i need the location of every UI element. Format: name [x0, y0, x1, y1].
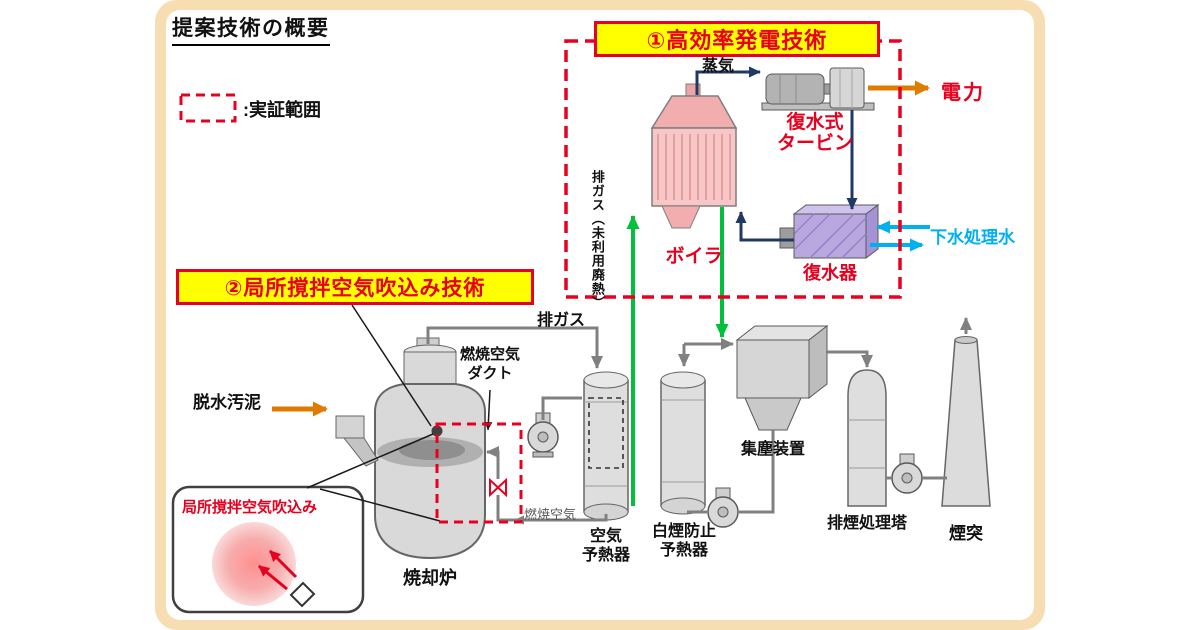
sewage-water-arrows — [870, 220, 930, 252]
air-preheater-shape — [583, 371, 629, 521]
steam-turbine-shape — [761, 67, 875, 111]
condenser-shape — [779, 204, 880, 259]
fan-icon — [707, 487, 739, 528]
valve-icon — [489, 477, 507, 498]
incinerator-shape — [374, 337, 486, 560]
tech2-banner: ②局所撹拌空気吹込み技術 — [176, 269, 534, 305]
boiler-shape — [650, 83, 738, 229]
legend-swatch-icon — [179, 93, 237, 123]
air-injection-callout — [171, 485, 365, 614]
demonstration-scope-boxes — [179, 39, 902, 524]
treatment-tower-shape — [847, 369, 887, 507]
fan-icon — [891, 453, 923, 494]
unused-heat-arrows — [626, 207, 729, 506]
steam-flow-arrows — [695, 66, 858, 242]
hot-zone-icon — [212, 522, 296, 606]
dust-collector-shape — [735, 324, 829, 431]
white-smoke-preheater-shape — [660, 371, 706, 515]
air-nozzle-icon — [258, 549, 316, 608]
scope-box-power — [564, 39, 902, 299]
injection-point-icon — [431, 425, 443, 437]
sludge-hopper-shape — [335, 415, 379, 467]
tech1-banner: ①高効率発電技術 — [594, 21, 880, 57]
scope-box-duct — [435, 422, 523, 524]
stack-shape — [941, 336, 991, 507]
